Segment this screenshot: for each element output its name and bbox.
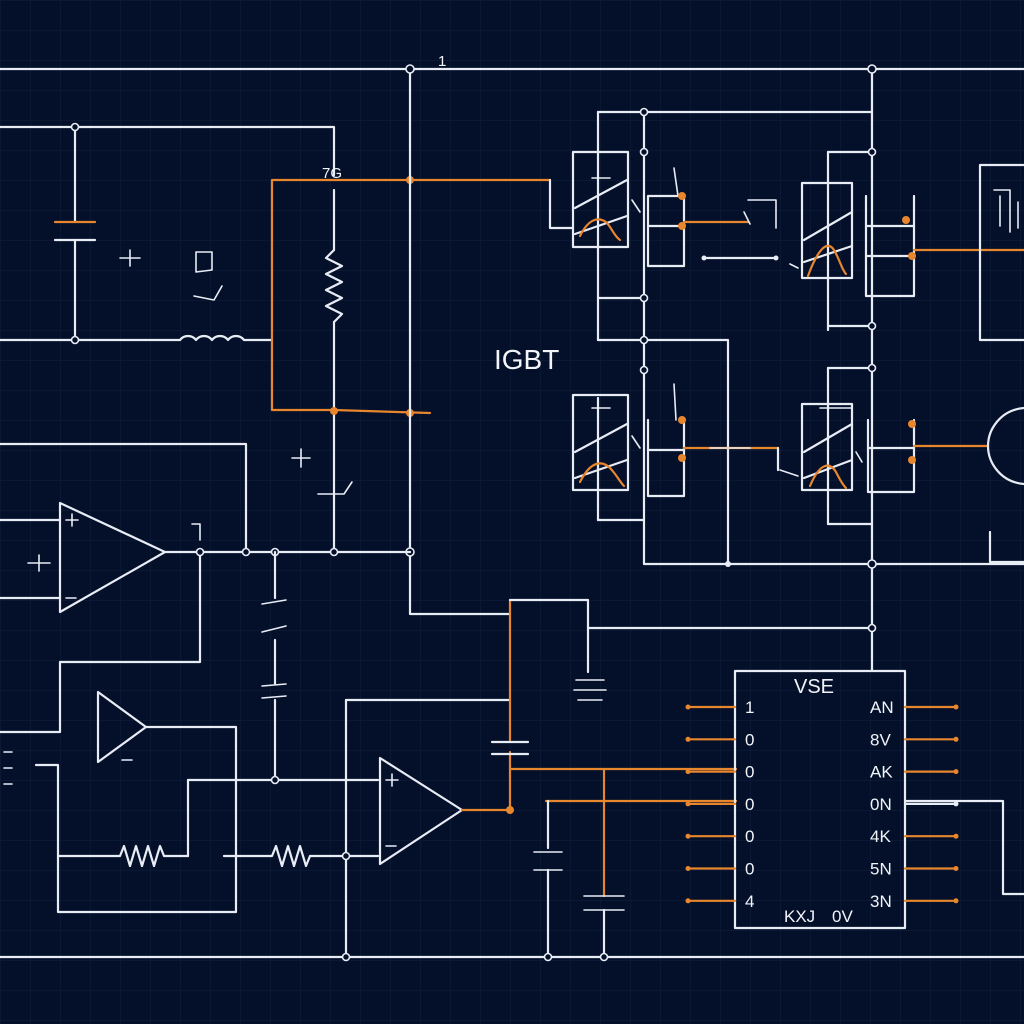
ic-pin-left: 0 — [685, 860, 754, 879]
ic-pin-label: 0 — [745, 730, 754, 749]
ic-pin-left: 0 — [685, 795, 754, 814]
ic-pin-label: 0 — [745, 795, 754, 814]
ic-pin-right: 8V — [870, 730, 959, 749]
ic-title: VSE — [794, 676, 834, 698]
ic-pin-left: 0 — [685, 730, 754, 749]
ic-pin-label: AN — [870, 698, 894, 717]
igbt-icon — [789, 181, 1024, 298]
ic-pin-right: 0N — [870, 795, 959, 814]
ic-pin-right: AK — [870, 763, 959, 782]
igbt-label: IGBT — [494, 344, 559, 375]
orange-signal-bus — [490, 598, 874, 962]
ic-right-pins: AN 8V AK 0N 4K 5N 3N — [870, 698, 959, 911]
ic-pin-label: 4 — [745, 892, 754, 911]
ic-pin-label: 0N — [870, 795, 892, 814]
ic-pin-left: 1 — [685, 698, 754, 717]
ic-bottom-label-left: KXJ — [784, 907, 815, 926]
ic-pin-label: 3N — [870, 892, 892, 911]
resistor-icon — [56, 844, 190, 868]
ic-pin-label: 1 — [745, 698, 754, 717]
inductor-icon — [178, 334, 246, 342]
ic-pin-left: 4 — [685, 892, 754, 911]
ic-pin-right: 5N — [870, 860, 959, 879]
gate-resistor-block: 7G — [270, 165, 552, 554]
ic-pin-left: 0 — [685, 827, 754, 846]
ic-pin-label: 8V — [870, 730, 891, 749]
op-amp-icon — [378, 756, 464, 866]
ic-chip-icon: 1 0 0 0 0 0 4 AN 8V AK 0N 4K 5N 3N VSE KXJ 0V — [685, 669, 1024, 930]
ic-pin-right: 3N — [870, 892, 959, 911]
ic-pin-left: 0 — [685, 763, 754, 782]
output-load-1 — [978, 163, 1024, 342]
ic-pin-right: AN — [870, 698, 959, 717]
op-amp-3 — [222, 698, 512, 962]
ic-pin-label: 0 — [745, 763, 754, 782]
input-filter — [0, 122, 336, 345]
ic-pin-right: 4K — [870, 827, 959, 846]
op-amp-2 — [3, 690, 238, 914]
resistor-mark: 7G — [322, 165, 342, 182]
igbt-icon — [779, 402, 990, 494]
ic-left-pins: 1 0 0 0 0 0 4 — [685, 698, 754, 911]
igbt-bridge — [548, 64, 1024, 672]
ic-pin-label: 5N — [870, 860, 892, 879]
top-rail-mark: 1 — [438, 53, 446, 70]
capacitor-icon — [53, 220, 97, 242]
feedback-network — [186, 550, 380, 858]
ic-pin-label: 0 — [745, 827, 754, 846]
output-load-2 — [986, 406, 1024, 564]
capacitor-icon — [490, 740, 530, 756]
op-amp-icon — [58, 501, 167, 614]
ic-pin-label: AK — [870, 763, 893, 782]
op-amp-1 — [0, 442, 412, 734]
ic-pin-label: 4K — [870, 827, 891, 846]
ic-pin-label: 0 — [745, 860, 754, 879]
igbt-icon — [548, 150, 750, 268]
ic-bottom-label-right: 0V — [832, 907, 853, 926]
